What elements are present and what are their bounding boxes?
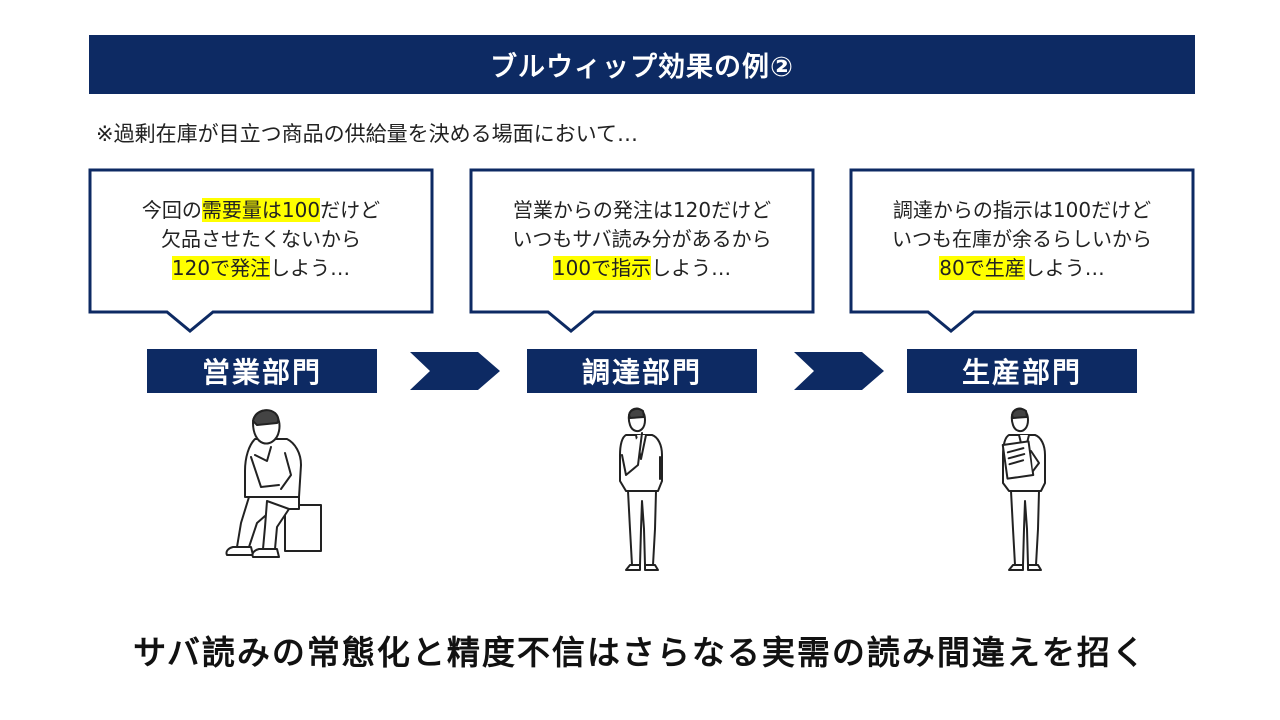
bubble-line: 80で生産しよう… (849, 254, 1195, 283)
speech-bubble-production: 調達からの指示は100だけどいつも在庫が余るらしいから 80で生産しよう… (849, 168, 1195, 333)
person-with-clipboard-icon (1001, 407, 1046, 571)
bubble-text-segment: 欠品させたくないから (161, 227, 361, 251)
chevron-right-icon (410, 352, 500, 390)
bubble-text: 営業からの発注は120だけどいつもサバ読み分があるから 100で指示しよう… (469, 196, 815, 283)
bubble-text-segment: 調達からの指示は100だけど (892, 198, 1152, 222)
bubble-text-segment: だけど (320, 198, 381, 222)
bubble-line: いつも在庫が余るらしいから (849, 225, 1195, 254)
title-bar: ブルウィップ効果の例② (89, 35, 1195, 94)
highlighted-text: 100で指示 (552, 256, 652, 280)
context-note: ※過剰在庫が目立つ商品の供給量を決める場面において… (96, 122, 638, 146)
thinking-standing-person-icon (619, 407, 663, 571)
dept-label-production: 生産部門 (907, 349, 1137, 393)
bubble-text-segment: しよう… (1024, 256, 1105, 280)
bubble-outline (88, 168, 434, 333)
chevron-right-icon (794, 352, 884, 390)
bubble-text-segment: いつもサバ読み分があるから (512, 227, 772, 251)
bubble-text-segment: しよう… (651, 256, 732, 280)
bottom-message: サバ読みの常態化と精度不信はさらなる実需の読み間違えを招く (133, 633, 1147, 672)
bubble-line: 今回の需要量は100だけど (88, 196, 434, 225)
bubble-text-segment: 営業からの発注は120だけど (512, 198, 772, 222)
dept-label-procurement: 調達部門 (527, 349, 757, 393)
bubble-text: 調達からの指示は100だけどいつも在庫が余るらしいから 80で生産しよう… (849, 196, 1195, 283)
dept-label-sales: 営業部門 (147, 349, 377, 393)
bubble-text-segment: いつも在庫が余るらしいから (892, 227, 1152, 251)
highlighted-text: 120で発注 (171, 256, 271, 280)
bubble-line: 営業からの発注は120だけど (469, 196, 815, 225)
bubble-outline (469, 168, 815, 333)
bubble-line: 調達からの指示は100だけど (849, 196, 1195, 225)
bubble-outline (849, 168, 1195, 333)
page-title: ブルウィップ効果の例② (490, 52, 794, 83)
speech-bubble-procurement: 営業からの発注は120だけどいつもサバ読み分があるから 100で指示しよう… (469, 168, 815, 333)
bubble-line: 120で発注しよう… (88, 254, 434, 283)
bubble-line: 欠品させたくないから (88, 225, 434, 254)
highlighted-text: 80で生産 (939, 256, 1025, 280)
bubble-line: いつもサバ読み分があるから (469, 225, 815, 254)
bubble-line: 100で指示しよう… (469, 254, 815, 283)
bubble-text-segment: しよう… (270, 256, 351, 280)
highlighted-text: 需要量は100 (201, 198, 321, 222)
bubble-text-segment: 今回の (141, 198, 202, 222)
worried-seated-person-icon (225, 409, 322, 558)
